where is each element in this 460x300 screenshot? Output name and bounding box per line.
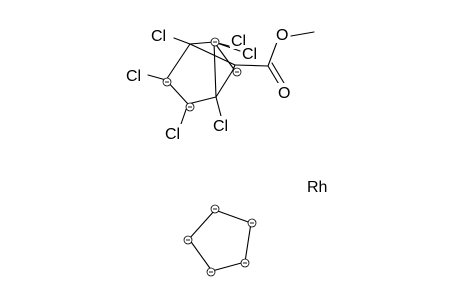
ring-bond-5 — [188, 209, 216, 240]
minus-charge-icon — [183, 235, 193, 245]
bond-c6-c5 — [232, 64, 236, 71]
o-label-carbonyl: O — [278, 85, 290, 102]
bond-carbonyl-o-single — [267, 41, 278, 67]
minus-charge-icon — [232, 67, 242, 77]
ring-bond-3 — [211, 261, 246, 272]
bond-carbonyl-o-double-a — [267, 65, 281, 87]
bond-c5-c4 — [215, 69, 234, 98]
charge-markers — [162, 37, 257, 277]
bond-c4-cl6 — [215, 96, 222, 117]
bond-c7-c4 — [213, 41, 217, 98]
minus-charge-icon — [247, 218, 257, 228]
bond-c1-cl1 — [173, 37, 191, 45]
minus-charge-icon — [210, 204, 220, 214]
bond-carbonyl-o-double-b — [271, 62, 285, 84]
bond-c7-c5 — [213, 41, 234, 69]
o-label-ester: O — [276, 27, 288, 44]
cl-label-5: Cl — [165, 126, 180, 143]
minus-charge-icon — [206, 267, 216, 277]
ring-bond-1 — [214, 209, 252, 224]
ring-bond-4 — [188, 238, 213, 272]
ring-bond-2 — [244, 222, 252, 263]
bond-o-methyl — [290, 31, 315, 37]
cl-label-3: Cl — [242, 46, 257, 63]
cl-label-4: Cl — [126, 68, 141, 85]
cl-label-6: Cl — [213, 118, 228, 135]
minus-charge-icon — [240, 258, 250, 268]
bond-c1-c7 — [189, 41, 215, 45]
rh-label: Rh — [307, 179, 327, 196]
minus-charge-icon — [210, 37, 220, 47]
bond-c1-c2 — [165, 43, 191, 81]
bond-c3-c4 — [187, 96, 217, 105]
atom-labels: Cl Cl Cl Cl Cl Cl O O Rh — [125, 25, 327, 196]
bicyclic-cage — [165, 41, 236, 105]
minus-charge-icon — [185, 102, 195, 112]
cl-label-1: Cl — [151, 28, 166, 45]
bond-c1-c6 — [189, 43, 236, 66]
minus-charge-icon — [162, 77, 172, 87]
cyclopentadienyl-ring — [188, 209, 252, 272]
bond-c2-cl4 — [147, 74, 167, 81]
bond-c6-ccarbonyl — [234, 64, 269, 67]
ester-group — [234, 31, 315, 87]
